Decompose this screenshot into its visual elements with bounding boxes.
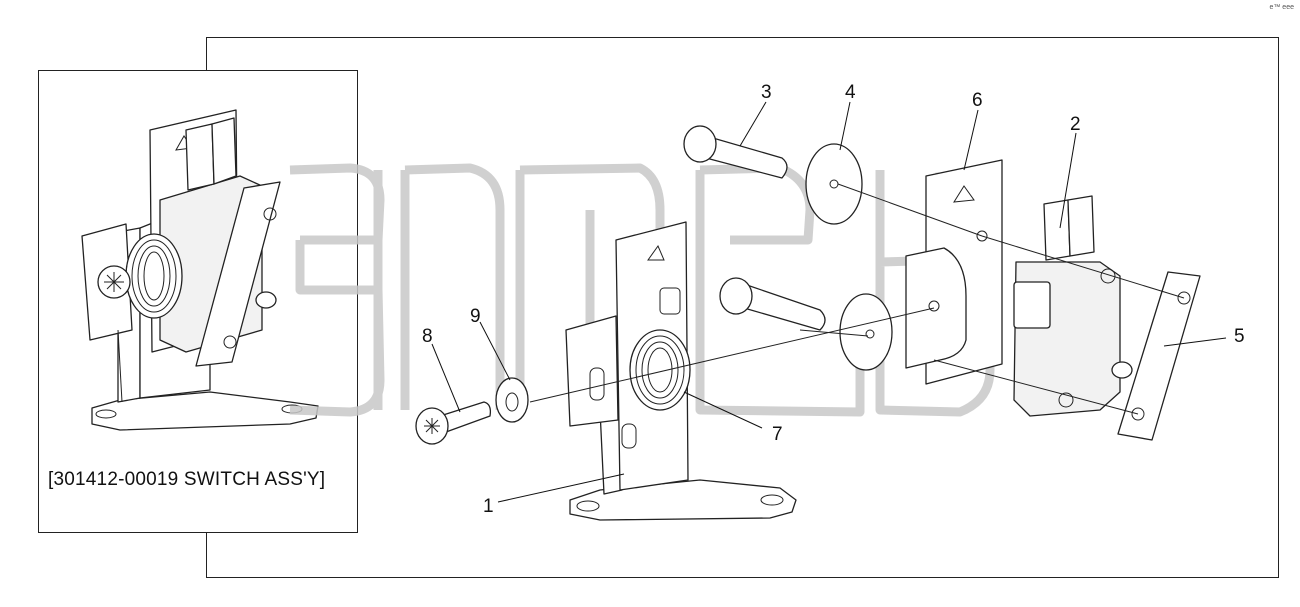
callout-8: 8: [422, 326, 433, 347]
callout-7: 7: [772, 424, 783, 445]
callout-leaders: [431, 101, 1227, 503]
callout-2: 2: [1070, 114, 1081, 135]
assembly-caption: [301412-00019 SWITCH ASS'Y]: [48, 469, 326, 490]
part-pin-upper: [683, 125, 788, 179]
callout-5: 5: [1234, 326, 1245, 347]
part-lever-plate: [1117, 271, 1201, 441]
part-pin-lower: [719, 277, 826, 331]
callout-3: 3: [761, 82, 772, 103]
part-washer: [495, 377, 529, 423]
part-screw: [415, 401, 492, 445]
callout-4: 4: [845, 82, 856, 103]
part-insulator-lower: [839, 293, 893, 371]
callout-9: 9: [470, 306, 481, 327]
assembly-axes: [529, 183, 1185, 415]
part-micro-switch: [1013, 195, 1133, 417]
corner-note: e™ eee: [1269, 4, 1294, 11]
callout-6: 6: [972, 90, 983, 111]
part-insulator-upper: [805, 143, 863, 225]
part-spring: [629, 329, 691, 411]
callout-1: 1: [483, 496, 494, 517]
part-insulator-plate: [905, 159, 1003, 385]
assembled-switch-illustration: [81, 109, 319, 431]
